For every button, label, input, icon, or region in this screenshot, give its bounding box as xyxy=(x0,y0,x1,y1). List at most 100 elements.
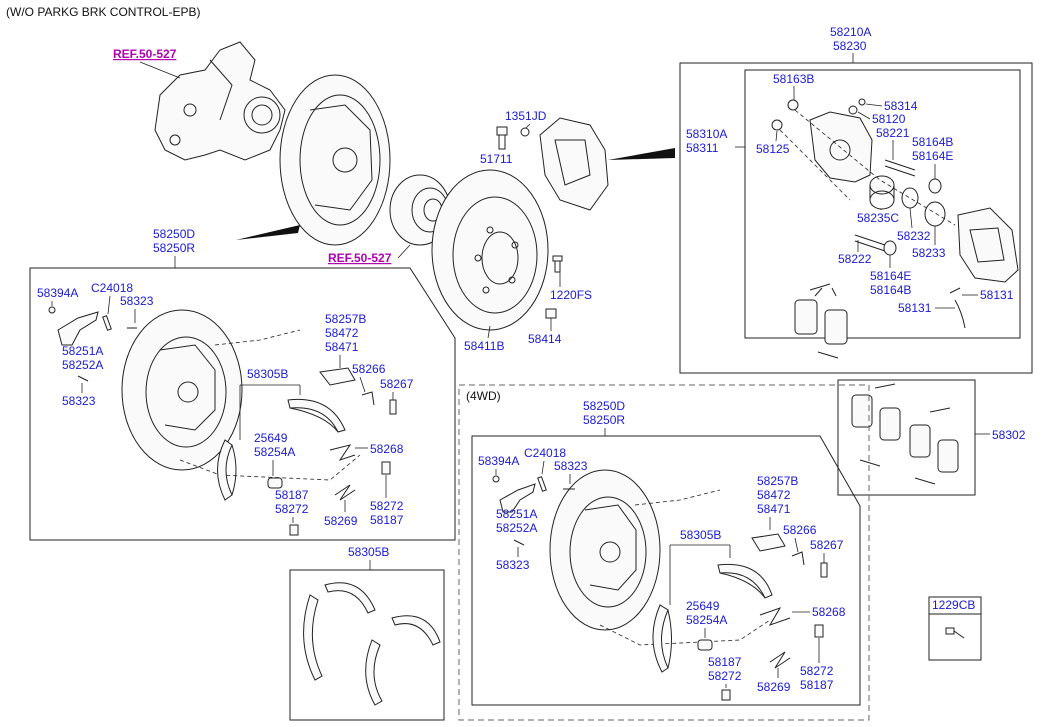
right-part-58268[interactable]: 58268 xyxy=(812,605,846,619)
right-part-58250d[interactable]: 58250D xyxy=(583,399,625,413)
right-spring-58268 xyxy=(759,607,791,626)
left-part-58254a[interactable]: 58254A xyxy=(254,445,295,459)
left-part-58187-a[interactable]: 58187 xyxy=(275,488,309,502)
right-part-58267[interactable]: 58267 xyxy=(810,538,844,552)
right-part-58471[interactable]: 58471 xyxy=(757,502,791,516)
right-part-58472[interactable]: 58472 xyxy=(757,488,791,502)
part-58120[interactable]: 58120 xyxy=(872,112,906,126)
part-58233[interactable]: 58233 xyxy=(912,246,946,260)
left-part-58267[interactable]: 58267 xyxy=(380,377,414,391)
pointer-arrow-left xyxy=(236,225,300,240)
left-part-58266[interactable]: 58266 xyxy=(352,362,386,376)
left-part-58272-b[interactable]: 58272 xyxy=(370,499,404,513)
right-part-58250r[interactable]: 58250R xyxy=(583,413,625,427)
left-part-58257b[interactable]: 58257B xyxy=(325,312,366,326)
right-part-58187-b[interactable]: 58187 xyxy=(800,678,834,692)
left-cup-58272 xyxy=(289,524,299,536)
part-58221[interactable]: 58221 xyxy=(876,126,910,140)
part-58232[interactable]: 58232 xyxy=(897,229,931,243)
right-part-58394a[interactable]: 58394A xyxy=(478,454,519,468)
right-assembly-box xyxy=(471,435,861,706)
part-58414[interactable]: 58414 xyxy=(528,332,562,346)
guide-pin-58221 xyxy=(884,159,916,177)
part-58314[interactable]: 58314 xyxy=(884,99,918,113)
nut-58414 xyxy=(545,308,557,319)
part-58230[interactable]: 58230 xyxy=(833,39,867,53)
left-part-58187-b[interactable]: 58187 xyxy=(370,513,404,527)
part-58164b[interactable]: 58164B xyxy=(912,135,953,149)
left-part-58252a[interactable]: 58252A xyxy=(62,358,103,372)
left-clip-c24018 xyxy=(102,315,112,331)
part-58131-b[interactable]: 58131 xyxy=(898,301,932,315)
left-part-58472[interactable]: 58472 xyxy=(325,326,359,340)
part-58163b[interactable]: 58163B xyxy=(773,72,814,86)
boot-58164e xyxy=(883,240,897,256)
cap-58120 xyxy=(848,105,858,115)
left-part-58323-b[interactable]: 58323 xyxy=(62,394,96,408)
right-part-58269[interactable]: 58269 xyxy=(757,680,791,694)
part-1351jd[interactable]: 1351JD xyxy=(505,109,547,123)
right-part-58323-b[interactable]: 58323 xyxy=(496,558,530,572)
part-58302[interactable]: 58302 xyxy=(992,428,1026,442)
right-part-58252a[interactable]: 58252A xyxy=(496,521,537,535)
left-part-58250d[interactable]: 58250D xyxy=(153,227,195,241)
pad-kit-box xyxy=(837,379,976,496)
part-58164b-2[interactable]: 58164B xyxy=(870,283,911,297)
left-part-58268[interactable]: 58268 xyxy=(370,442,404,456)
right-part-58254a[interactable]: 58254A xyxy=(686,613,727,627)
caliper-assembly-box xyxy=(679,62,1033,374)
ref-link-top[interactable]: REF.50-527 xyxy=(113,47,177,61)
left-spring-58268 xyxy=(329,444,356,461)
guide-pin-58222 xyxy=(854,234,886,252)
left-part-c24018[interactable]: C24018 xyxy=(91,281,133,295)
left-spring-58266 xyxy=(361,391,375,406)
part-58310a[interactable]: 58310A xyxy=(686,127,727,141)
right-cup-58272 xyxy=(721,689,731,701)
right-part-58187-a[interactable]: 58187 xyxy=(708,655,742,669)
left-part-25649[interactable]: 25649 xyxy=(254,431,288,445)
left-part-58323-a[interactable]: 58323 xyxy=(120,294,154,308)
left-shoe-2 xyxy=(287,398,346,433)
part-58235c[interactable]: 58235C xyxy=(857,211,899,225)
right-part-58272-a[interactable]: 58272 xyxy=(708,669,742,683)
right-part-58257b[interactable]: 58257B xyxy=(757,474,798,488)
right-part-58251a[interactable]: 58251A xyxy=(496,507,537,521)
left-spring-58269 xyxy=(334,484,356,501)
left-part-58394a[interactable]: 58394A xyxy=(37,286,78,300)
part-58164e-2[interactable]: 58164E xyxy=(870,269,911,283)
left-part-58250r[interactable]: 58250R xyxy=(153,241,195,255)
part-58131-a[interactable]: 58131 xyxy=(980,288,1014,302)
right-part-25649[interactable]: 25649 xyxy=(686,599,720,613)
part-58210a[interactable]: 58210A xyxy=(830,25,871,39)
right-part-58323-a[interactable]: 58323 xyxy=(554,459,588,473)
left-part-58269[interactable]: 58269 xyxy=(324,514,358,528)
left-lever-58257b xyxy=(319,367,356,386)
part-58411b[interactable]: 58411B xyxy=(464,339,504,353)
left-bracket-58251a xyxy=(57,311,99,346)
part-58222[interactable]: 58222 xyxy=(838,252,872,266)
part-58125[interactable]: 58125 xyxy=(756,142,790,156)
part-51711[interactable]: 51711 xyxy=(480,152,513,166)
left-part-58471[interactable]: 58471 xyxy=(325,340,359,354)
left-part-58305b[interactable]: 58305B xyxy=(247,367,288,381)
seal-58232 xyxy=(901,187,919,209)
ref-link-bottom[interactable]: REF.50-527 xyxy=(328,251,392,265)
right-part-58272-b[interactable]: 58272 xyxy=(800,664,834,678)
part-58164e[interactable]: 58164E xyxy=(912,149,953,163)
right-part-58266[interactable]: 58266 xyxy=(783,523,817,537)
part-58311[interactable]: 58311 xyxy=(686,141,719,155)
right-part-58305b[interactable]: 58305B xyxy=(680,528,721,542)
left-part-58272-a[interactable]: 58272 xyxy=(275,502,309,516)
clip-58131 xyxy=(949,287,966,329)
cap-58314 xyxy=(858,98,866,106)
left-assembly-box xyxy=(29,267,456,541)
shoe-kit-part-58305b[interactable]: 58305B xyxy=(348,545,389,559)
left-part-58251a[interactable]: 58251A xyxy=(62,344,103,358)
knuckle-illustration xyxy=(154,41,286,161)
right-shoe-1 xyxy=(652,604,672,673)
part-1220fs[interactable]: 1220FS xyxy=(550,288,592,302)
part-1229cb[interactable]: 1229CB xyxy=(932,598,975,612)
right-adjuster-58254a xyxy=(697,639,713,651)
left-clip-58187 xyxy=(381,461,391,475)
right-part-c24018[interactable]: C24018 xyxy=(524,446,566,460)
